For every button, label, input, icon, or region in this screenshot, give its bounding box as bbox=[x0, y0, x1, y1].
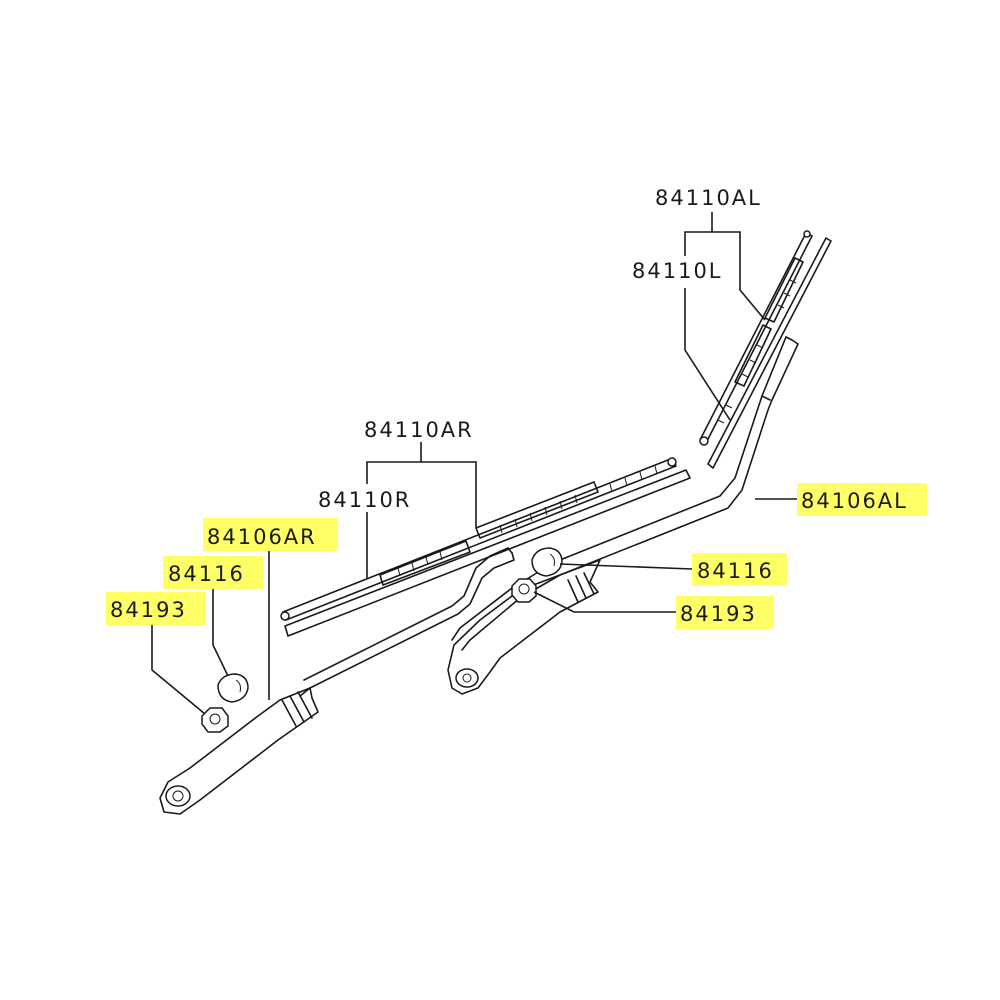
label-cap-left: 84116 bbox=[697, 559, 774, 583]
arm-right[interactable] bbox=[159, 547, 515, 815]
label-blade-assembly-right: 84110AR bbox=[364, 418, 474, 442]
nut-right[interactable] bbox=[201, 707, 229, 733]
cap-left[interactable] bbox=[531, 547, 563, 577]
highlight-nut-right bbox=[106, 592, 206, 625]
label-nut-left: 84193 bbox=[680, 602, 757, 626]
label-nut-right: 84193 bbox=[110, 598, 187, 622]
label-arm-left: 84106AL bbox=[801, 489, 908, 513]
blade-left[interactable] bbox=[699, 230, 832, 469]
label-blade-right: 84110R bbox=[318, 488, 411, 512]
highlight-cap-left bbox=[692, 553, 787, 586]
leader-lines bbox=[151, 212, 797, 715]
highlight-cap-right bbox=[163, 556, 263, 589]
label-cap-right: 84116 bbox=[168, 562, 245, 586]
cap-right[interactable] bbox=[217, 673, 249, 703]
highlight-arm-right bbox=[203, 518, 337, 551]
highlight-arm-left bbox=[797, 483, 927, 516]
label-arm-right: 84106AR bbox=[207, 525, 317, 549]
highlight-nut-left bbox=[676, 596, 774, 629]
blade-right[interactable] bbox=[280, 457, 691, 637]
label-blade-assembly-left: 84110AL bbox=[655, 186, 762, 210]
arm-left[interactable] bbox=[447, 336, 799, 695]
label-blade-left: 84110L bbox=[632, 259, 723, 283]
nut-left[interactable] bbox=[511, 578, 537, 603]
